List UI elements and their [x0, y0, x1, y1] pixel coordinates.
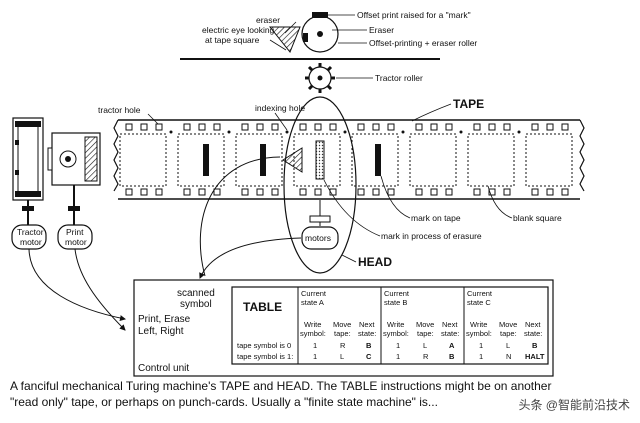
state-table — [231, 286, 549, 365]
label-tractor-motor-2: motor — [20, 237, 42, 247]
cell-r0-c3: 1 — [396, 341, 400, 350]
col-write-2: symbol: — [383, 329, 409, 338]
cell-r0-c1: R — [340, 341, 346, 350]
cell-r0-c2: B — [366, 341, 372, 350]
label-motors: motors — [305, 233, 331, 243]
table-row: 1 R B 1 L A 1 L B — [313, 341, 538, 350]
motors-box — [301, 226, 339, 250]
label-tractor-hole: tractor hole — [98, 105, 141, 115]
row-label-0: tape symbol is 0 — [237, 341, 291, 350]
top-roller-assembly — [180, 12, 440, 93]
label-mark-on-tape: mark on tape — [411, 213, 461, 223]
row-label-1: tape symbol is 1: — [237, 352, 293, 361]
caption: A fanciful mechanical Turing machine's T… — [10, 378, 630, 410]
table-state-c-line1: Current — [467, 289, 493, 298]
label-eraser-top: eraser — [256, 15, 280, 25]
cell-r0-c5: A — [449, 341, 455, 350]
label-tractor-motor: Tractor — [17, 227, 44, 237]
label-eraser-right: Eraser — [369, 25, 394, 35]
cell-r1-c7: N — [506, 352, 511, 361]
label-electric-eye-2: at tape square — [205, 35, 260, 45]
tape — [113, 119, 585, 200]
label-print-motor: Print — [66, 227, 84, 237]
head-outline — [283, 96, 357, 274]
cell-r1-c2: C — [366, 352, 372, 361]
label-print-erase: Print, Erase — [138, 314, 191, 325]
col-write: Write — [470, 320, 487, 329]
label-offset-roller: Offset-printing + eraser roller — [369, 38, 477, 48]
cell-r0-c8: B — [532, 341, 538, 350]
label-control-unit: Control unit — [138, 363, 189, 374]
tractor-roller — [305, 63, 335, 93]
col-move-2: tape: — [417, 329, 434, 338]
col-next: Next — [359, 320, 375, 329]
cell-r1-c0: 1 — [313, 352, 317, 361]
label-mark-erasure: mark in process of erasure — [381, 231, 482, 241]
table-state-b-line1: Current — [384, 289, 410, 298]
col-next: Next — [525, 320, 541, 329]
col-move-2: tape: — [500, 329, 517, 338]
col-write-2: symbol: — [300, 329, 326, 338]
col-write: Write — [387, 320, 404, 329]
col-move-2: tape: — [334, 329, 351, 338]
cell-r0-c6: 1 — [479, 341, 483, 350]
cell-r0-c7: L — [506, 341, 510, 350]
left-motor-assembly — [11, 117, 101, 250]
label-tape: TAPE — [453, 97, 484, 111]
cell-r1-c3: 1 — [396, 352, 400, 361]
col-move: Move — [499, 320, 517, 329]
label-head: HEAD — [358, 255, 392, 269]
cell-r1-c6: 1 — [479, 352, 483, 361]
table-state-a-line1: Current — [301, 289, 327, 298]
cell-r0-c0: 1 — [313, 341, 317, 350]
watermark: 头条 @智能前沿技术 — [516, 396, 632, 413]
col-move: Move — [333, 320, 351, 329]
caption-line-1: A fanciful mechanical Turing machine's T… — [10, 379, 552, 393]
label-scanned-2: symbol — [180, 299, 212, 310]
label-offset-raised: Offset print raised for a "mark" — [357, 10, 471, 20]
col-move: Move — [416, 320, 434, 329]
col-write: Write — [304, 320, 321, 329]
tape-mark — [375, 144, 381, 176]
table-row: 1 L C 1 R B 1 N HALT — [313, 352, 545, 361]
label-indexing-hole: indexing hole — [255, 103, 305, 113]
cell-r1-c4: R — [423, 352, 429, 361]
tape-mark-erasing — [315, 140, 325, 180]
cell-r1-c5: B — [449, 352, 455, 361]
col-next-2: state: — [358, 329, 376, 338]
cell-r1-c8: HALT — [525, 352, 545, 361]
label-print-motor-2: motor — [65, 237, 87, 247]
label-left-right: Left, Right — [138, 326, 184, 337]
table-state-c-line2: state C — [467, 298, 491, 307]
label-tractor-roller: Tractor roller — [375, 73, 423, 83]
cell-r1-c1: L — [340, 352, 344, 361]
label-scanned: scanned — [177, 288, 215, 299]
caption-line-2: "read only" tape, or perhaps on punch-ca… — [10, 395, 438, 409]
label-electric-eye: electric eye looking — [202, 25, 275, 35]
col-next-2: state: — [524, 329, 542, 338]
label-blank-square: blank square — [513, 213, 562, 223]
table-state-b-line2: state B — [384, 298, 407, 307]
tape-mark — [260, 144, 266, 176]
col-next: Next — [442, 320, 458, 329]
col-next-2: state: — [441, 329, 459, 338]
table-title: TABLE — [243, 300, 282, 314]
table-state-a-line2: state A — [301, 298, 324, 307]
cell-r0-c4: L — [423, 341, 427, 350]
col-write-2: symbol: — [466, 329, 492, 338]
tape-mark — [203, 144, 209, 176]
